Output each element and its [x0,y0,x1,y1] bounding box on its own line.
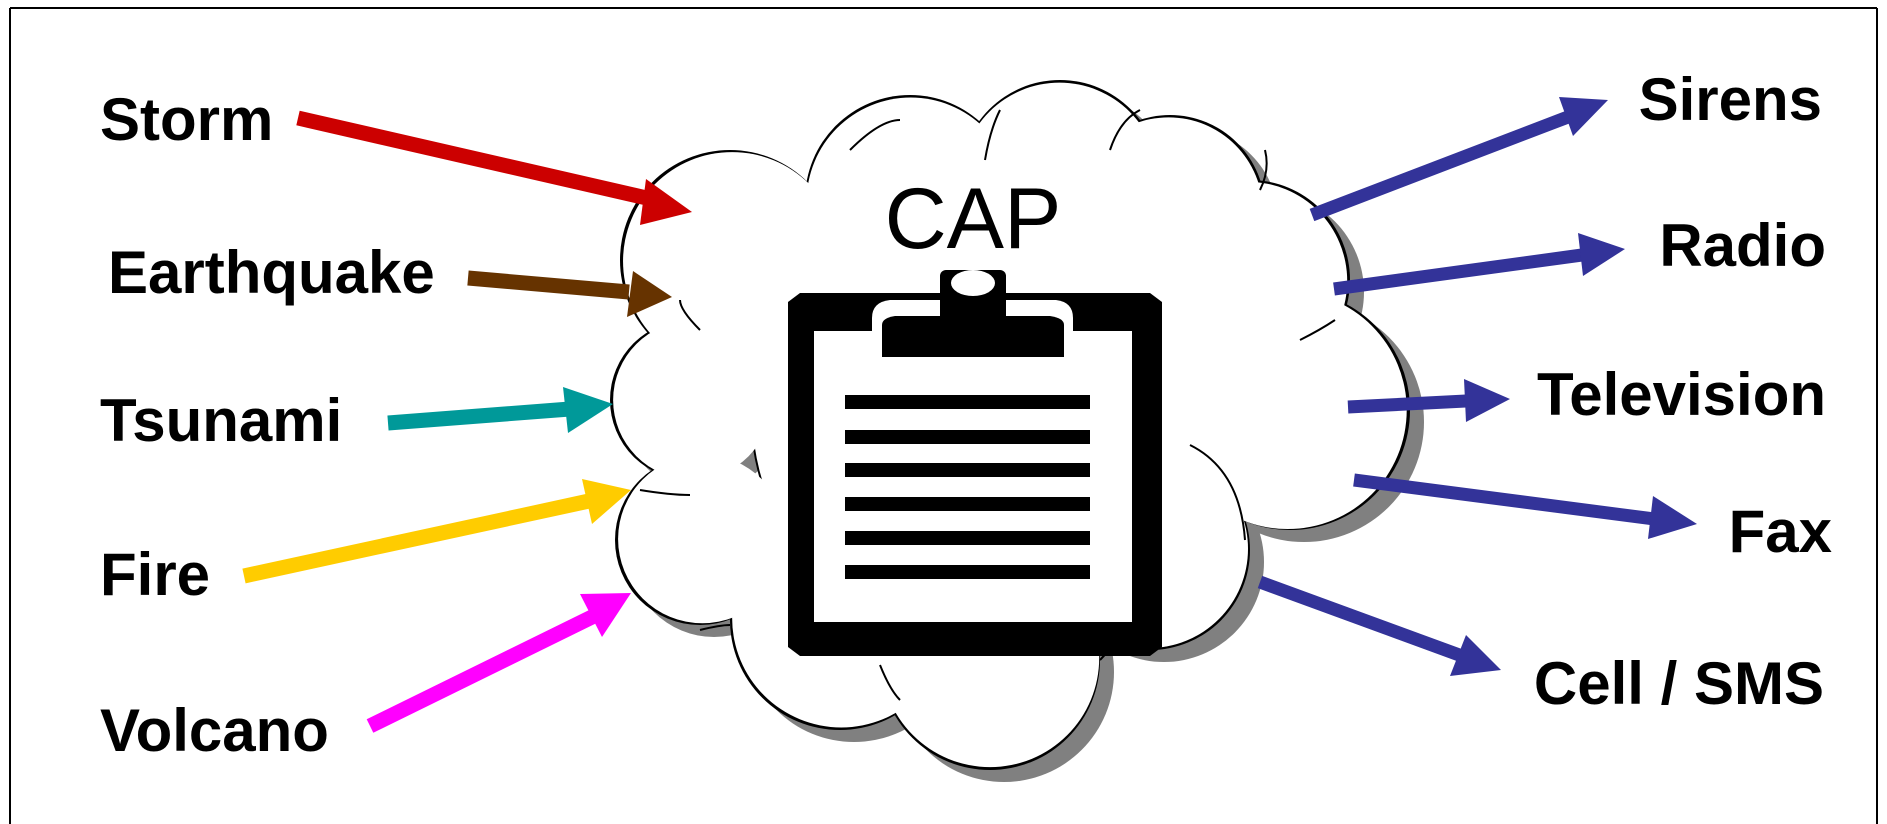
cell-sms-arrow [1257,575,1501,676]
clipboard-icon [788,270,1162,656]
center-label: CAP [885,171,1062,267]
input-labels: Storm Earthquake Tsunami Fire Volcano [100,86,435,764]
output-arrows [1257,97,1697,676]
storm-arrow [296,110,692,225]
output-label-radio: Radio [1659,212,1826,279]
television-arrow [1347,379,1510,422]
output-label-television: Television [1537,361,1826,428]
radio-arrow [1333,233,1625,296]
input-label-volcano: Volcano [100,697,329,764]
output-label-cell-sms: Cell / SMS [1534,650,1824,717]
input-label-tsunami: Tsunami [100,387,342,454]
tsunami-arrow [387,387,613,433]
volcano-arrow [366,593,631,733]
input-label-storm: Storm [100,86,273,153]
sirens-arrow [1309,97,1608,222]
fire-arrow [242,479,631,584]
output-label-sirens: Sirens [1639,66,1822,133]
output-label-fax: Fax [1729,498,1832,565]
input-label-fire: Fire [100,541,210,608]
input-arrows [242,110,692,733]
fax-arrow [1353,473,1697,539]
diagram-frame [9,7,1878,824]
clipboard-lines [845,395,1090,579]
output-labels: Sirens Radio Television Fax Cell / SMS [1534,66,1832,717]
cloud-icon [610,80,1424,782]
earthquake-arrow [467,270,672,317]
input-label-earthquake: Earthquake [108,239,435,306]
